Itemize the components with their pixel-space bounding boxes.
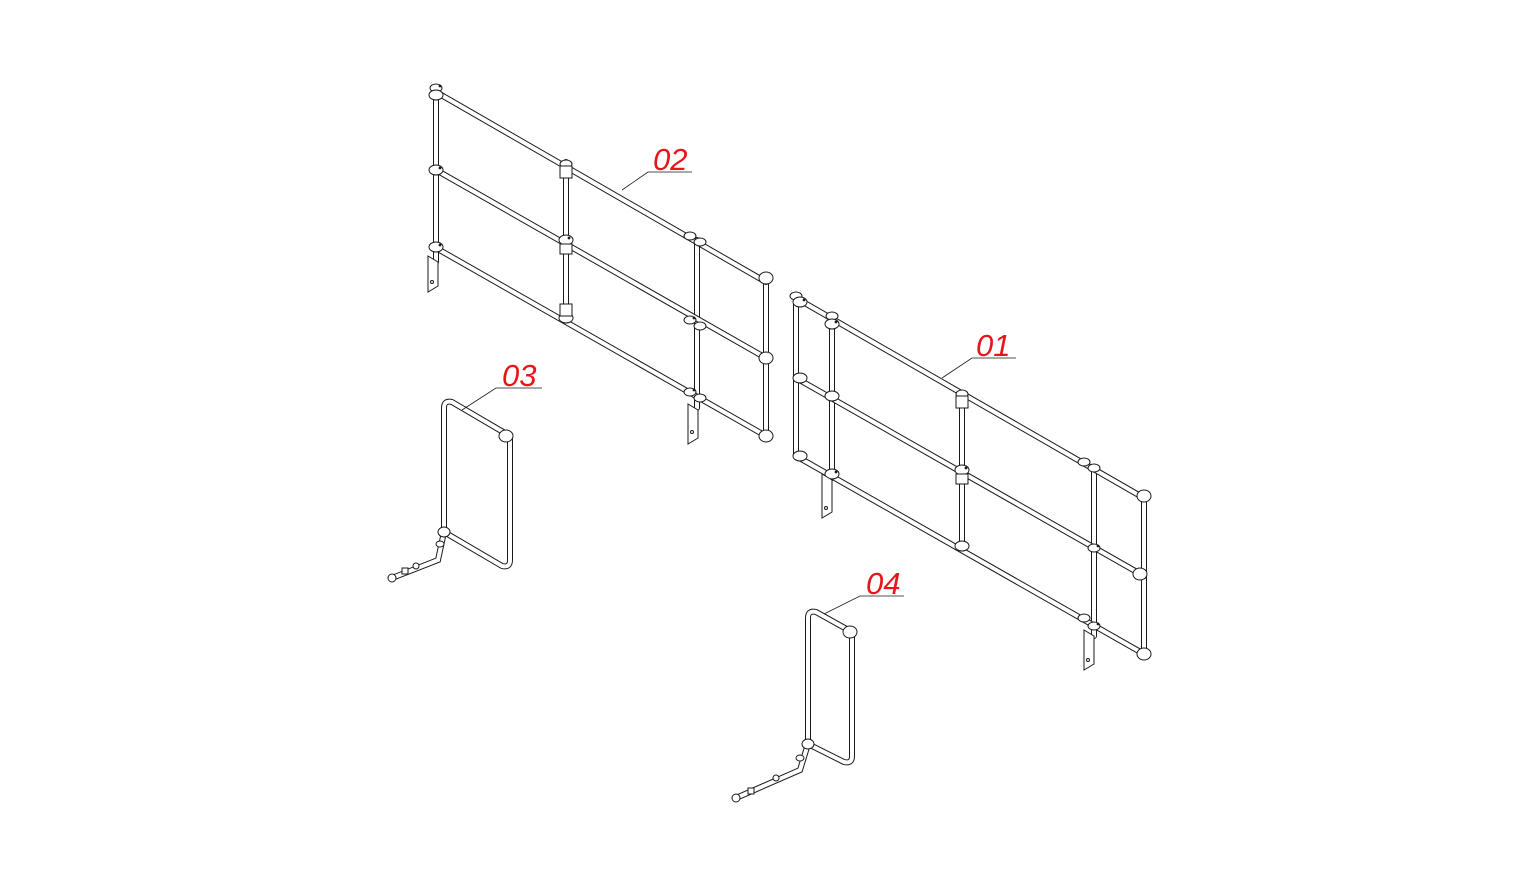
leader-03 <box>461 387 542 411</box>
leader-01 <box>941 357 1016 379</box>
leader-02 <box>621 171 692 191</box>
gate-04-clamp <box>842 625 858 639</box>
callout-label-01: 01 <box>976 328 1010 363</box>
railing-section-01 <box>789 291 1152 671</box>
callout-label-03: 03 <box>502 358 536 393</box>
callout-labels: 02 01 03 04 <box>502 142 1010 601</box>
gate-frame-03 <box>387 398 514 583</box>
callout-label-04: 04 <box>866 566 900 601</box>
leader-04 <box>823 595 904 615</box>
railing-02-base-plates <box>427 255 699 445</box>
callout-leaders <box>461 171 1016 615</box>
callout-label-02: 02 <box>653 142 687 177</box>
gate-frame-04 <box>731 608 858 803</box>
railing-02-clamps <box>428 83 774 443</box>
railing-02-rails <box>433 89 769 439</box>
railing-01-rails <box>793 295 1147 657</box>
gate-03-clamp <box>498 429 514 443</box>
railing-01-base-plates <box>821 473 1095 671</box>
railing-01-clamps <box>789 291 1152 661</box>
railing-section-02 <box>427 83 774 445</box>
